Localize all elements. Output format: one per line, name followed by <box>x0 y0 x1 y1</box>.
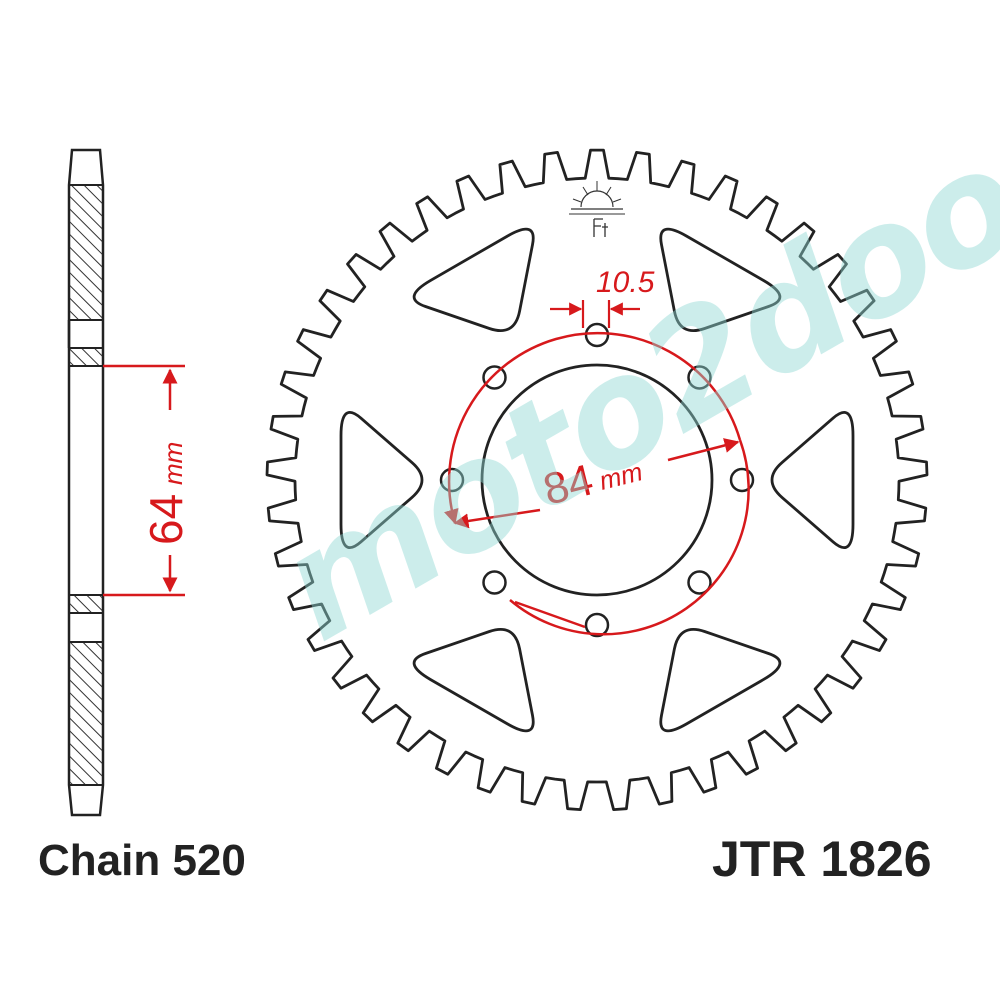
part-number-label: JTR 1826 <box>712 831 932 887</box>
bolt-hole <box>584 612 610 638</box>
center-bore <box>480 363 714 597</box>
bolt-circle-value: 84 <box>539 455 598 514</box>
bolt-circle-arc-lower <box>509 439 750 636</box>
bolt-hole <box>482 365 507 390</box>
lightening-window <box>659 227 782 333</box>
bolt-circle-diameter-line <box>453 508 541 529</box>
chain-size-label: Chain 520 <box>38 836 246 885</box>
lightening-window <box>770 411 855 549</box>
hatch-upper <box>68 184 104 321</box>
hub-width-unit: mm <box>158 442 188 485</box>
lightening-window <box>659 627 782 733</box>
bolt-hole <box>687 365 712 390</box>
bolt-hole <box>687 570 712 595</box>
lightening-window <box>412 227 535 333</box>
hub-width-dimension: 64 mm <box>103 364 192 597</box>
bolt-circle-arc-upper <box>444 331 742 525</box>
sprocket-side-profile <box>67 148 105 817</box>
lightening-window <box>412 627 535 733</box>
hatch-upper-hub <box>68 347 104 367</box>
bolt-circle-diameter-line-right <box>667 438 740 462</box>
bolt-hole-value: 10.5 <box>596 266 655 299</box>
hub-width-value: 64 <box>140 494 192 545</box>
hatch-lower-hub <box>68 594 104 614</box>
lightening-windows <box>339 227 855 733</box>
sprocket-front-view <box>265 148 929 811</box>
bolt-hole <box>482 570 507 595</box>
sun-logo-icon <box>569 181 625 237</box>
lightening-window <box>339 411 424 549</box>
bolt-circle-leader <box>514 600 586 629</box>
hatch-lower <box>68 641 104 786</box>
bolt-hole <box>439 467 465 493</box>
bolt-hole <box>584 322 610 348</box>
